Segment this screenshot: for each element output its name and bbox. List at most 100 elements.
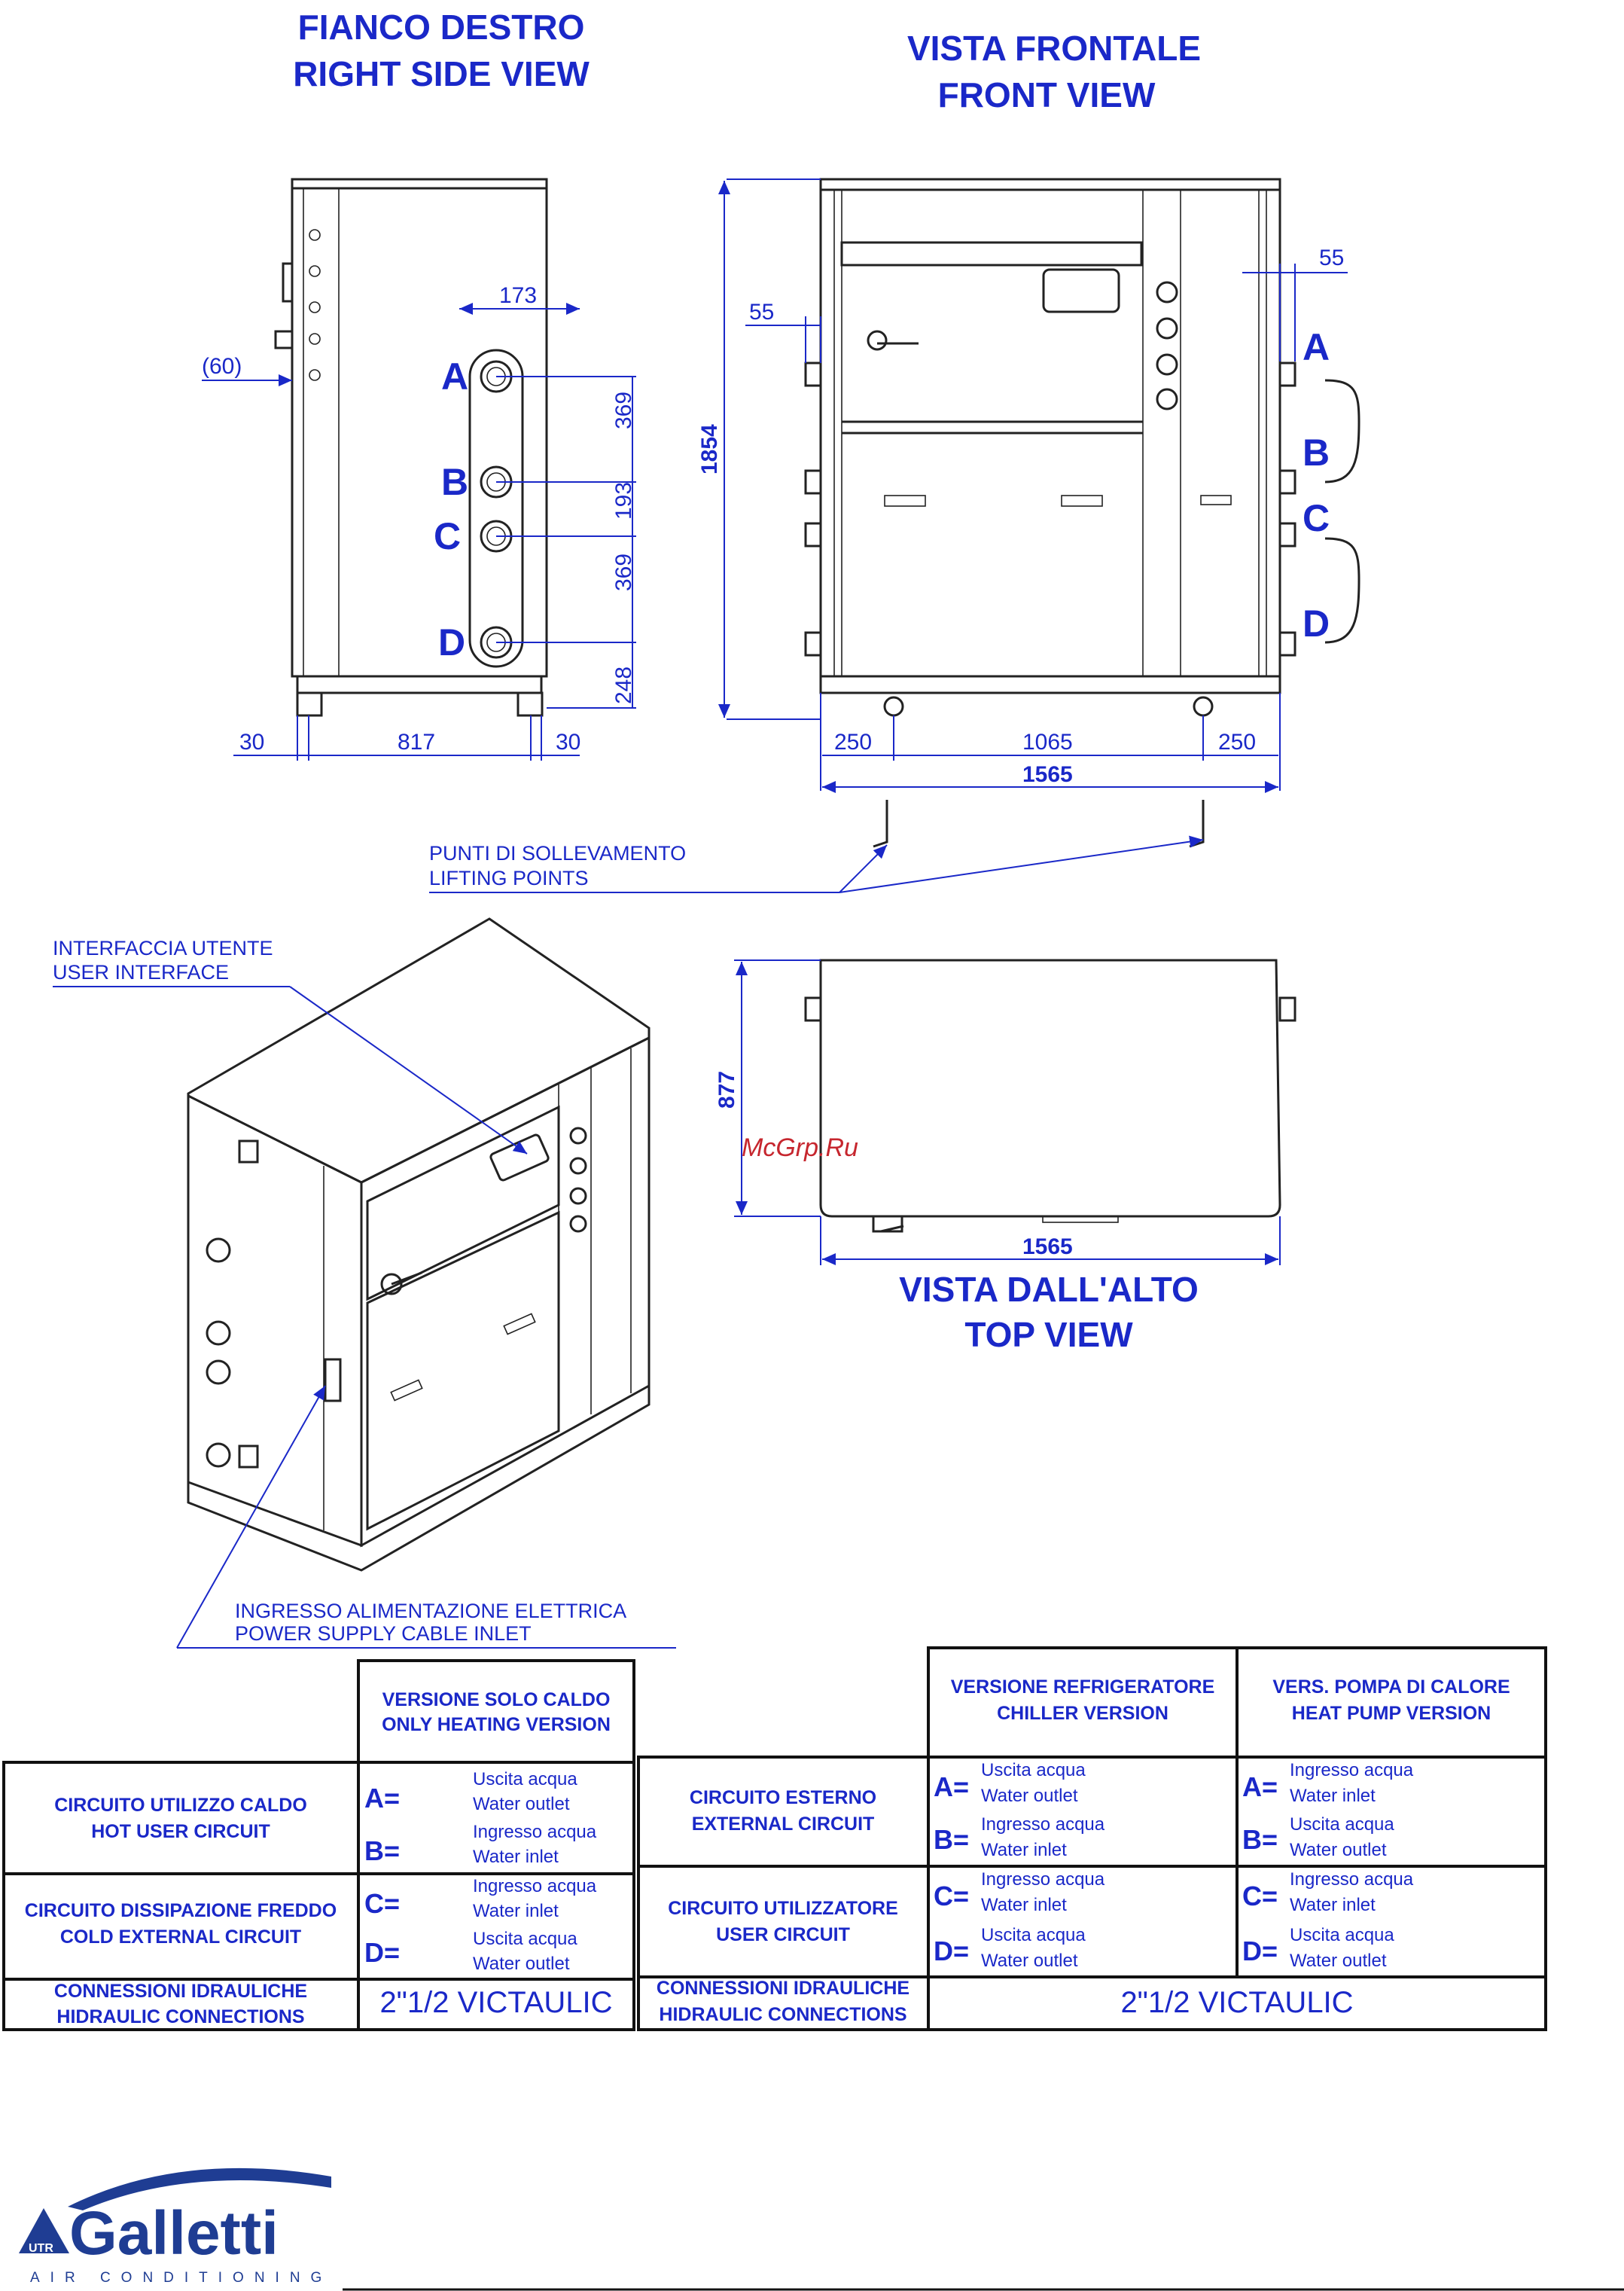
svg-text:Water outlet: Water outlet (473, 1954, 570, 1974)
svg-text:VERSIONE SOLO CALDO: VERSIONE SOLO CALDO (382, 1689, 611, 1710)
svg-text:A=: A= (1242, 1771, 1278, 1802)
svg-text:Ingresso acqua: Ingresso acqua (473, 1822, 597, 1842)
svg-text:Uscita acqua: Uscita acqua (473, 1929, 577, 1949)
dim-ab: 369 (611, 392, 636, 429)
watermark: McGrp.Ru (742, 1133, 858, 1162)
svg-text:FIANCO DESTRO: FIANCO DESTRO (298, 8, 585, 47)
dim-bc: 193 (611, 482, 636, 520)
svg-text:CIRCUITO DISSIPAZIONE FREDDO: CIRCUITO DISSIPAZIONE FREDDO (25, 1900, 337, 1921)
svg-text:B: B (1303, 432, 1330, 474)
svg-text:VISTA DALL'ALTO: VISTA DALL'ALTO (899, 1270, 1199, 1309)
svg-text:ONLY HEATING VERSION: ONLY HEATING VERSION (382, 1714, 611, 1735)
svg-text:A: A (1303, 326, 1330, 368)
svg-text:RIGHT SIDE VIEW: RIGHT SIDE VIEW (293, 54, 590, 93)
svg-text:Ingresso acqua: Ingresso acqua (981, 1814, 1105, 1835)
dim-width: 817 (398, 730, 435, 755)
svg-text:Uscita acqua: Uscita acqua (473, 1769, 577, 1789)
side-connection-letters: A B C D (434, 355, 468, 664)
front-connection-letters: A B C D (1303, 326, 1330, 645)
svg-text:Water outlet: Water outlet (1290, 1951, 1387, 1971)
svg-text:HEAT PUMP VERSION: HEAT PUMP VERSION (1292, 1703, 1491, 1724)
svg-text:CIRCUITO ESTERNO: CIRCUITO ESTERNO (690, 1787, 876, 1808)
svg-text:Ingresso acqua: Ingresso acqua (981, 1869, 1105, 1890)
svg-text:VERS. POMPA DI CALORE: VERS. POMPA DI CALORE (1272, 1676, 1510, 1698)
svg-text:CHILLER VERSION: CHILLER VERSION (997, 1703, 1168, 1724)
svg-text:COLD EXTERNAL CIRCUIT: COLD EXTERNAL CIRCUIT (60, 1926, 301, 1948)
dim-pitch: 173 (499, 283, 537, 308)
svg-text:CIRCUITO UTILIZZO CALDO: CIRCUITO UTILIZZO CALDO (54, 1795, 307, 1816)
svg-text:Water outlet: Water outlet (1290, 1840, 1387, 1860)
svg-text:A=: A= (364, 1783, 400, 1814)
svg-text:USER INTERFACE: USER INTERFACE (53, 961, 229, 984)
svg-text:EXTERNAL CIRCUIT: EXTERNAL CIRCUIT (692, 1814, 875, 1835)
svg-text:B=: B= (1242, 1824, 1278, 1855)
dim-right-offset: 55 (1319, 246, 1344, 270)
side-view-dimensions: (60) 173 369 193 369 248 30 817 30 (202, 283, 636, 761)
svg-text:Ingresso acqua: Ingresso acqua (1290, 1760, 1414, 1780)
dim-total: 1565 (1022, 762, 1073, 787)
svg-text:D=: D= (934, 1936, 969, 1966)
svg-text:2"1/2 VICTAULIC: 2"1/2 VICTAULIC (379, 1986, 612, 2019)
svg-text:Water inlet: Water inlet (473, 1901, 559, 1921)
svg-text:Uscita acqua: Uscita acqua (981, 1925, 1086, 1945)
isometric-notes: INTERFACCIA UTENTE USER INTERFACE INGRES… (53, 937, 676, 1649)
svg-text:LIFTING POINTS: LIFTING POINTS (429, 867, 589, 889)
svg-text:Uscita acqua: Uscita acqua (1290, 1925, 1394, 1945)
dim-left-offset: 55 (749, 300, 774, 325)
dim-height: 1854 (697, 424, 722, 474)
svg-text:Ingresso acqua: Ingresso acqua (473, 1876, 597, 1896)
user-interface-note: INTERFACCIA UTENTE (53, 937, 273, 959)
table-chiller-heatpump: VERSIONE REFRIGERATORE CHILLER VERSION V… (637, 1646, 1547, 2031)
dim-foot-right: 30 (556, 730, 580, 755)
front-view-drawing (804, 178, 1360, 848)
svg-text:PUNTI DI SOLLEVAMENTO: PUNTI DI SOLLEVAMENTO (429, 842, 686, 865)
svg-text:C=: C= (934, 1881, 969, 1911)
svg-text:TOP VIEW: TOP VIEW (964, 1315, 1133, 1354)
dim-left-edge: 250 (834, 730, 872, 755)
svg-text:C: C (434, 515, 461, 557)
svg-text:C=: C= (364, 1888, 400, 1919)
svg-text:VERSIONE REFRIGERATORE: VERSIONE REFRIGERATORE (951, 1676, 1215, 1698)
svg-text:A=: A= (934, 1771, 969, 1802)
svg-text:USER CIRCUIT: USER CIRCUIT (716, 1924, 850, 1945)
svg-text:D=: D= (1242, 1936, 1278, 1966)
svg-text:VISTA FRONTALE: VISTA FRONTALE (907, 29, 1201, 68)
logo-mark: UTR (29, 2242, 53, 2255)
svg-text:B=: B= (364, 1835, 400, 1866)
svg-text:Ingresso acqua: Ingresso acqua (1290, 1869, 1414, 1890)
top-view-title: VISTA DALL'ALTO TOP VIEW (899, 1270, 1199, 1354)
svg-text:CONNESSIONI IDRAULICHE: CONNESSIONI IDRAULICHE (657, 1978, 910, 1999)
svg-text:FRONT VIEW: FRONT VIEW (938, 75, 1156, 114)
svg-text:C=: C= (1242, 1881, 1278, 1911)
dim-base: 248 (611, 667, 636, 704)
side-view-title: FIANCO DESTRO RIGHT SIDE VIEW (293, 8, 590, 93)
svg-text:C: C (1303, 497, 1330, 539)
svg-text:CONNESSIONI IDRAULICHE: CONNESSIONI IDRAULICHE (54, 1981, 307, 2002)
svg-text:D=: D= (364, 1937, 400, 1968)
svg-text:B=: B= (934, 1824, 969, 1855)
dim-cd: 369 (611, 554, 636, 591)
svg-text:HIDRAULIC CONNECTIONS: HIDRAULIC CONNECTIONS (659, 2004, 906, 2025)
lifting-points-note: PUNTI DI SOLLEVAMENTO LIFTING POINTS (429, 835, 1204, 893)
svg-text:Water outlet: Water outlet (981, 1951, 1078, 1971)
svg-text:D: D (438, 621, 465, 664)
isometric-view-drawing (187, 917, 651, 1572)
svg-text:Water inlet: Water inlet (981, 1840, 1067, 1860)
logo-tagline: AIR CONDITIONING (30, 2270, 332, 2286)
dim-depth: 877 (714, 1071, 739, 1109)
svg-text:D: D (1303, 602, 1330, 645)
front-view-title: VISTA FRONTALE FRONT VIEW (907, 29, 1201, 114)
svg-text:B: B (441, 461, 468, 503)
svg-text:Water inlet: Water inlet (473, 1847, 559, 1867)
svg-text:Uscita acqua: Uscita acqua (1290, 1814, 1394, 1835)
svg-text:A: A (441, 355, 468, 398)
svg-text:Water outlet: Water outlet (981, 1786, 1078, 1806)
dim-right-edge: 250 (1218, 730, 1256, 755)
svg-text:Water inlet: Water inlet (981, 1895, 1067, 1915)
svg-text:Uscita acqua: Uscita acqua (981, 1760, 1086, 1780)
dim-offset: (60) (202, 354, 242, 379)
dim-top-width: 1565 (1022, 1234, 1073, 1259)
galletti-logo: UTR Galletti AIR CONDITIONING (19, 2167, 1624, 2291)
